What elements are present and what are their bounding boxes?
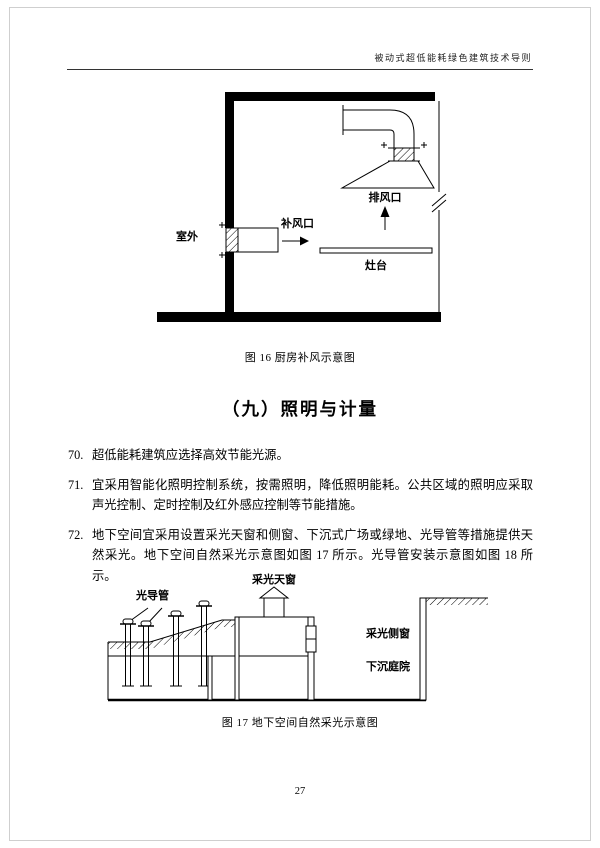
label-side-window: 采光侧窗	[366, 628, 410, 640]
makeup-air-unit	[219, 222, 309, 258]
clause-number: 70.	[68, 448, 84, 462]
underground-daylighting-diagram	[107, 586, 488, 702]
figure-16-caption: 图 16 厨房补风示意图	[244, 352, 356, 364]
label-exhaust-outlet: 排风口	[368, 192, 402, 204]
figure-17: 光导管 采光天窗 采光侧窗 下沉庭院	[100, 574, 490, 714]
section-heading: （九）照明与计量	[222, 399, 378, 419]
figure-16: 排风口 补风口 室外 灶台	[145, 88, 475, 354]
airflow-up-arrow	[380, 206, 390, 230]
header-title: 被动式超低能耗绿色建筑技术导则	[374, 53, 532, 63]
clause-number: 71.	[68, 477, 84, 492]
clause-list: 70. 超低能耗建筑应选择高效节能光源。 71. 宜采用智能化照明控制系统，按需…	[68, 445, 533, 595]
clause-70: 70. 超低能耗建筑应选择高效节能光源。	[68, 445, 533, 466]
clause-text: 地下空间宜采用设置采光天窗和侧窗、下沉式广场或绿地、光导管等措施提供天然采光。地…	[92, 527, 533, 583]
page-number: 27	[294, 786, 306, 797]
side-window	[305, 625, 317, 653]
stove-counter	[319, 247, 433, 254]
room-walls	[157, 92, 447, 322]
underground-structure	[107, 642, 426, 702]
label-light-pipe: 光导管	[136, 590, 169, 602]
sunken-courtyard-structure	[419, 597, 488, 701]
exhaust-hood	[340, 160, 435, 189]
clause-text: 超低能耗建筑应选择高效节能光源。	[92, 448, 289, 462]
label-outdoor: 室外	[176, 231, 198, 243]
clause-71: 71. 宜采用智能化照明控制系统，按需照明，降低照明能耗。公共区域的照明应采取声…	[68, 475, 533, 516]
clause-number: 72.	[68, 527, 84, 542]
clause-72: 72. 地下空间宜采用设置采光天窗和侧窗、下沉式广场或绿地、光导管等措施提供天然…	[68, 525, 533, 587]
clause-text: 宜采用智能化照明控制系统，按需照明，降低照明能耗。公共区域的照明应采取声光控制、…	[92, 477, 533, 513]
label-makeup-inlet: 补风口	[281, 218, 314, 230]
label-stove: 灶台	[365, 260, 387, 272]
exhaust-duct	[342, 105, 427, 162]
ground-left	[108, 619, 238, 649]
label-sunken-courtyard: 下沉庭院	[366, 661, 410, 673]
figure-17-caption: 图 17 地下空间自然采光示意图	[221, 717, 379, 729]
kitchen-makeup-air-diagram	[157, 92, 447, 322]
label-skylight: 采光天窗	[252, 574, 296, 586]
header-rule	[67, 69, 533, 70]
building-with-skylight	[234, 586, 315, 701]
light-pipe-leader-lines	[129, 607, 163, 624]
